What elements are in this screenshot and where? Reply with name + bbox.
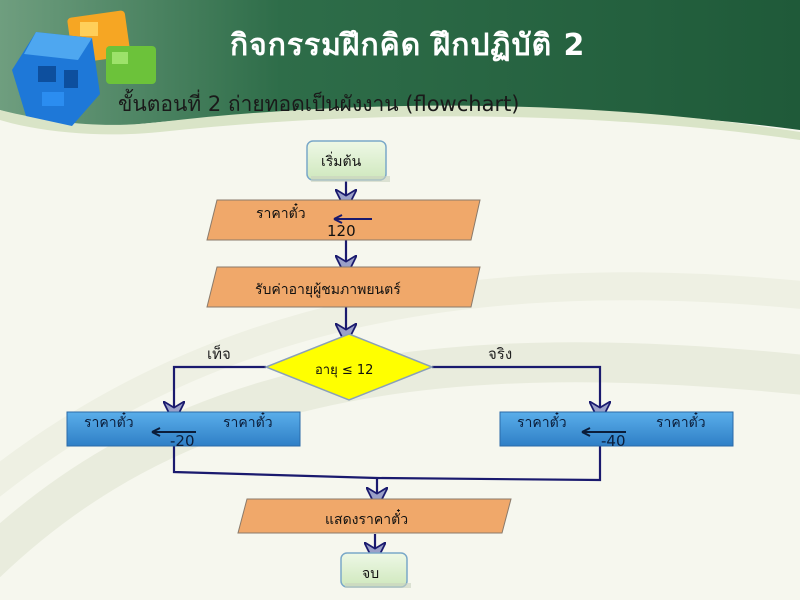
true-box-left-label: ราคาตั๋ว: [517, 415, 567, 431]
connector-true-branch: [432, 365, 600, 412]
connector-true-merge: [376, 446, 602, 482]
false-box-right-label: ราคาตั๋ว: [223, 415, 273, 431]
page-subtitle: ขั้นตอนที่ 2 ถ่ายทอดเป็นผังงาน (flowchar…: [118, 92, 520, 116]
end-label: จบ: [362, 566, 380, 582]
true-box-right-label: ราคาตั๋ว: [656, 415, 706, 431]
connector-false-merge: [172, 446, 378, 480]
false-box-value: -20: [170, 432, 195, 450]
assign-label: ราคาตั๋ว: [256, 206, 306, 222]
page-title: กิจกรรมฝึกคิด ฝึกปฏิบัติ 2: [230, 28, 586, 63]
true-price-box: [499, 411, 734, 447]
input-age-box: [206, 266, 481, 308]
false-box-left-label: ราคาตั๋ว: [84, 415, 134, 431]
true-branch-label: จริง: [488, 345, 513, 363]
connector-false-branch: [174, 365, 266, 412]
assign-value: 120: [327, 222, 356, 240]
output-price-box: [237, 498, 512, 534]
decision-label: อายุ ≤ 12: [315, 363, 374, 378]
start-label: เริ่มต้น: [321, 154, 362, 170]
true-box-value: -40: [601, 432, 626, 450]
input-label: รับค่าอายุผู้ชมภาพยนตร์: [255, 282, 401, 298]
false-price-box: [66, 411, 301, 447]
age-decision: [263, 333, 435, 401]
false-branch-label: เท็จ: [207, 345, 231, 363]
output-label: แสดงราคาตั๋ว: [325, 512, 409, 528]
puzzle-cube-logo: [12, 10, 156, 126]
